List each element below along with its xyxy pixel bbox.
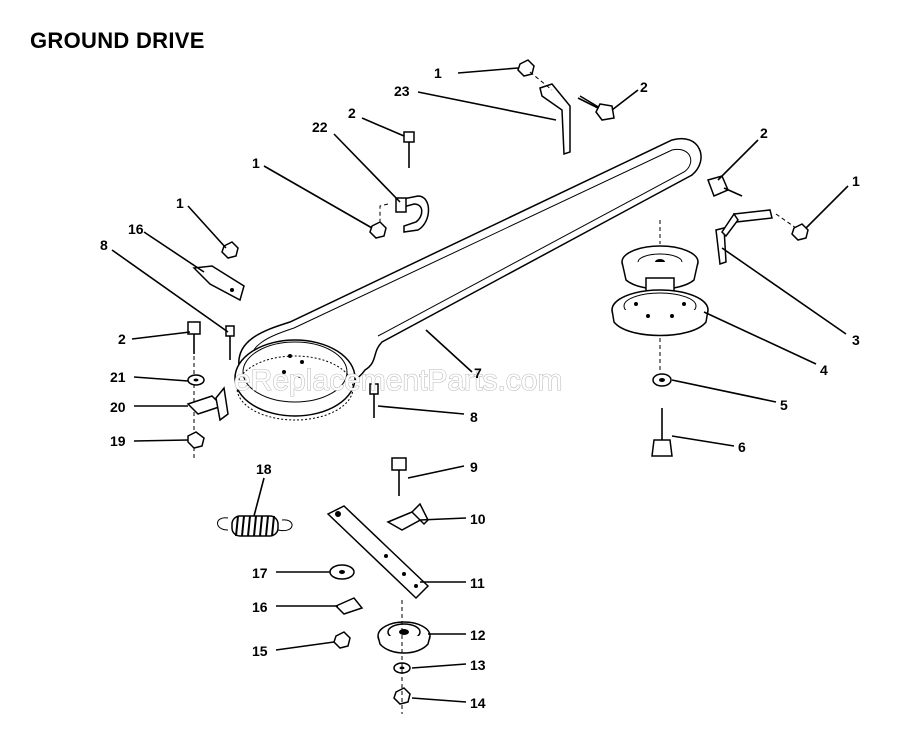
callout-22: 22 <box>312 119 328 135</box>
callout-7: 7 <box>474 365 482 381</box>
callout-4: 4 <box>820 362 828 378</box>
nut-1-left <box>221 241 239 259</box>
belt-guide-22 <box>379 195 430 233</box>
spacer-16 <box>334 597 364 615</box>
belt-guide-bracket-23 <box>539 83 571 156</box>
nut-19 <box>187 431 205 449</box>
washer-17 <box>329 564 355 580</box>
bolt-6 <box>651 408 673 457</box>
callout-1: 1 <box>252 155 260 171</box>
callout-10: 10 <box>470 511 486 527</box>
watermark: eReplacementParts.com <box>234 364 562 397</box>
callout-labels: 1 23 2 2 22 1 2 1 1 16 8 3 4 2 21 7 20 8… <box>100 65 860 711</box>
washer-5 <box>652 373 672 387</box>
callout-20: 20 <box>110 399 126 415</box>
shoulder-bolt-8-left <box>225 325 235 360</box>
callout-8: 8 <box>470 409 478 425</box>
idler-bracket-3 <box>715 209 797 266</box>
callout-1: 1 <box>852 173 860 189</box>
callout-11: 11 <box>470 575 485 591</box>
spring-18 <box>217 515 293 537</box>
callout-23: 23 <box>394 83 410 99</box>
bracket-10 <box>386 502 429 531</box>
callout-3: 3 <box>852 332 860 348</box>
callout-1: 1 <box>176 195 184 211</box>
callout-17: 17 <box>252 565 268 581</box>
bolt-9 <box>391 457 407 496</box>
nut-1-top <box>517 59 553 91</box>
callout-16: 16 <box>128 221 144 237</box>
callout-6: 6 <box>738 439 746 455</box>
engine-pulley-4 <box>611 220 709 370</box>
callout-2: 2 <box>760 125 768 141</box>
transaxle-pulley <box>234 339 356 421</box>
diagram-title: GROUND DRIVE <box>30 28 205 53</box>
callout-19: 19 <box>110 433 126 449</box>
idler-arm-11 <box>326 505 430 600</box>
bolt-2-top <box>577 95 615 121</box>
callout-1: 1 <box>434 65 442 81</box>
nut-15 <box>333 631 351 649</box>
callout-15: 15 <box>252 643 268 659</box>
belt-keeper-16 <box>192 265 245 302</box>
callout-16: 16 <box>252 599 268 615</box>
callout-2: 2 <box>118 331 126 347</box>
bolt-2-right <box>707 175 743 197</box>
callout-2: 2 <box>640 79 648 95</box>
callout-21: 21 <box>110 369 126 385</box>
callout-14: 14 <box>470 695 486 711</box>
shoulder-bolt-8-center <box>369 383 379 418</box>
callout-5: 5 <box>780 397 788 413</box>
bracket-20 <box>186 386 229 422</box>
callout-9: 9 <box>470 459 478 475</box>
idler-pulley-12 <box>377 621 431 654</box>
bolt-2-upper <box>403 131 415 168</box>
callout-8: 8 <box>100 237 108 253</box>
callout-13: 13 <box>470 657 486 673</box>
nut-1-right <box>791 223 809 241</box>
leader-lines <box>111 67 849 703</box>
nut-14 <box>393 600 411 714</box>
washer-21 <box>187 374 205 386</box>
callout-12: 12 <box>470 627 486 643</box>
callout-2: 2 <box>348 105 356 121</box>
callout-18: 18 <box>256 461 272 477</box>
nut-1-upper <box>369 221 387 239</box>
